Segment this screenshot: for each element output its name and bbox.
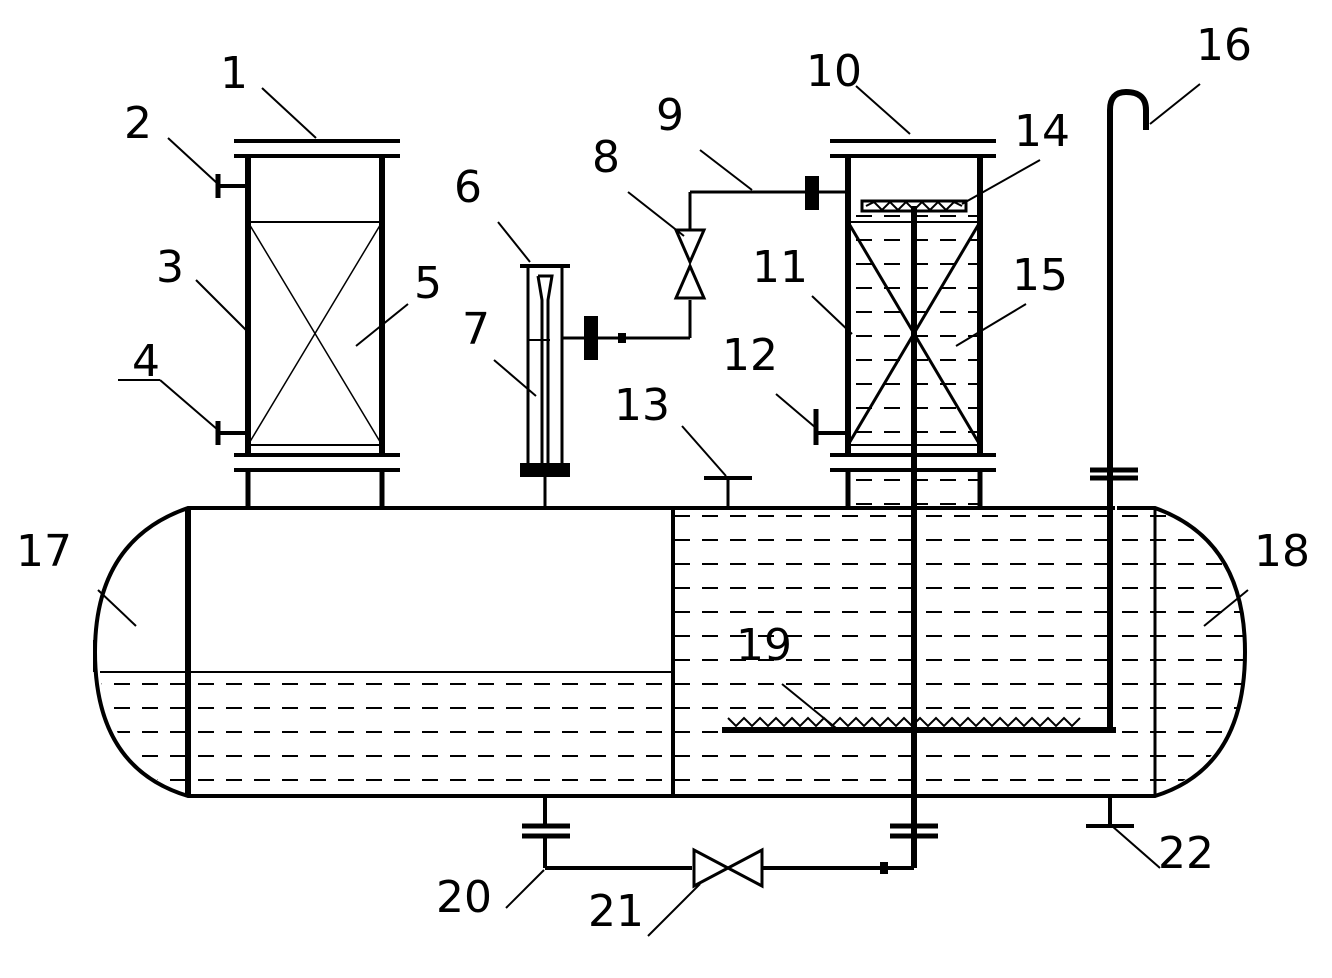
label-7: 7	[462, 304, 490, 355]
valve-8-icon	[673, 228, 707, 266]
main-vessel	[92, 506, 1248, 798]
label-20: 20	[436, 872, 492, 923]
bottom-piping	[522, 796, 1134, 889]
distributor-19	[722, 716, 1116, 733]
label-21: 21	[588, 886, 644, 937]
liquid-left-section	[188, 672, 673, 796]
left-column	[215, 139, 400, 508]
label-14: 14	[1014, 106, 1070, 157]
label-17: 17	[16, 526, 72, 577]
flow-meter	[520, 264, 690, 508]
label-9: 9	[656, 90, 684, 141]
valve-21-icon	[692, 847, 732, 889]
liquid-left-head	[100, 672, 188, 796]
label-16: 16	[1196, 20, 1252, 71]
siphon-pipe	[1090, 88, 1149, 730]
label-1: 1	[220, 48, 248, 99]
liquid-right-head	[1155, 508, 1246, 796]
label-11: 11	[752, 242, 808, 293]
label-12: 12	[722, 330, 778, 381]
right-column	[813, 139, 996, 868]
label-4: 4	[132, 336, 160, 387]
label-5: 5	[414, 258, 442, 309]
label-8: 8	[592, 132, 620, 183]
label-3: 3	[156, 242, 184, 293]
label-15: 15	[1012, 250, 1068, 301]
leader-lines	[97, 83, 1249, 937]
label-18: 18	[1254, 526, 1310, 577]
label-6: 6	[454, 162, 482, 213]
nozzle-13	[704, 476, 752, 508]
label-10: 10	[806, 46, 862, 97]
label-13: 13	[614, 380, 670, 431]
label-2: 2	[124, 98, 152, 149]
label-19: 19	[736, 620, 792, 671]
part-labels: 1 2 3 4 5 6 7 8 9 10 11 12 13 14 15 16 1…	[16, 20, 1310, 937]
label-22: 22	[1158, 828, 1214, 879]
valve-8-line	[673, 176, 848, 338]
